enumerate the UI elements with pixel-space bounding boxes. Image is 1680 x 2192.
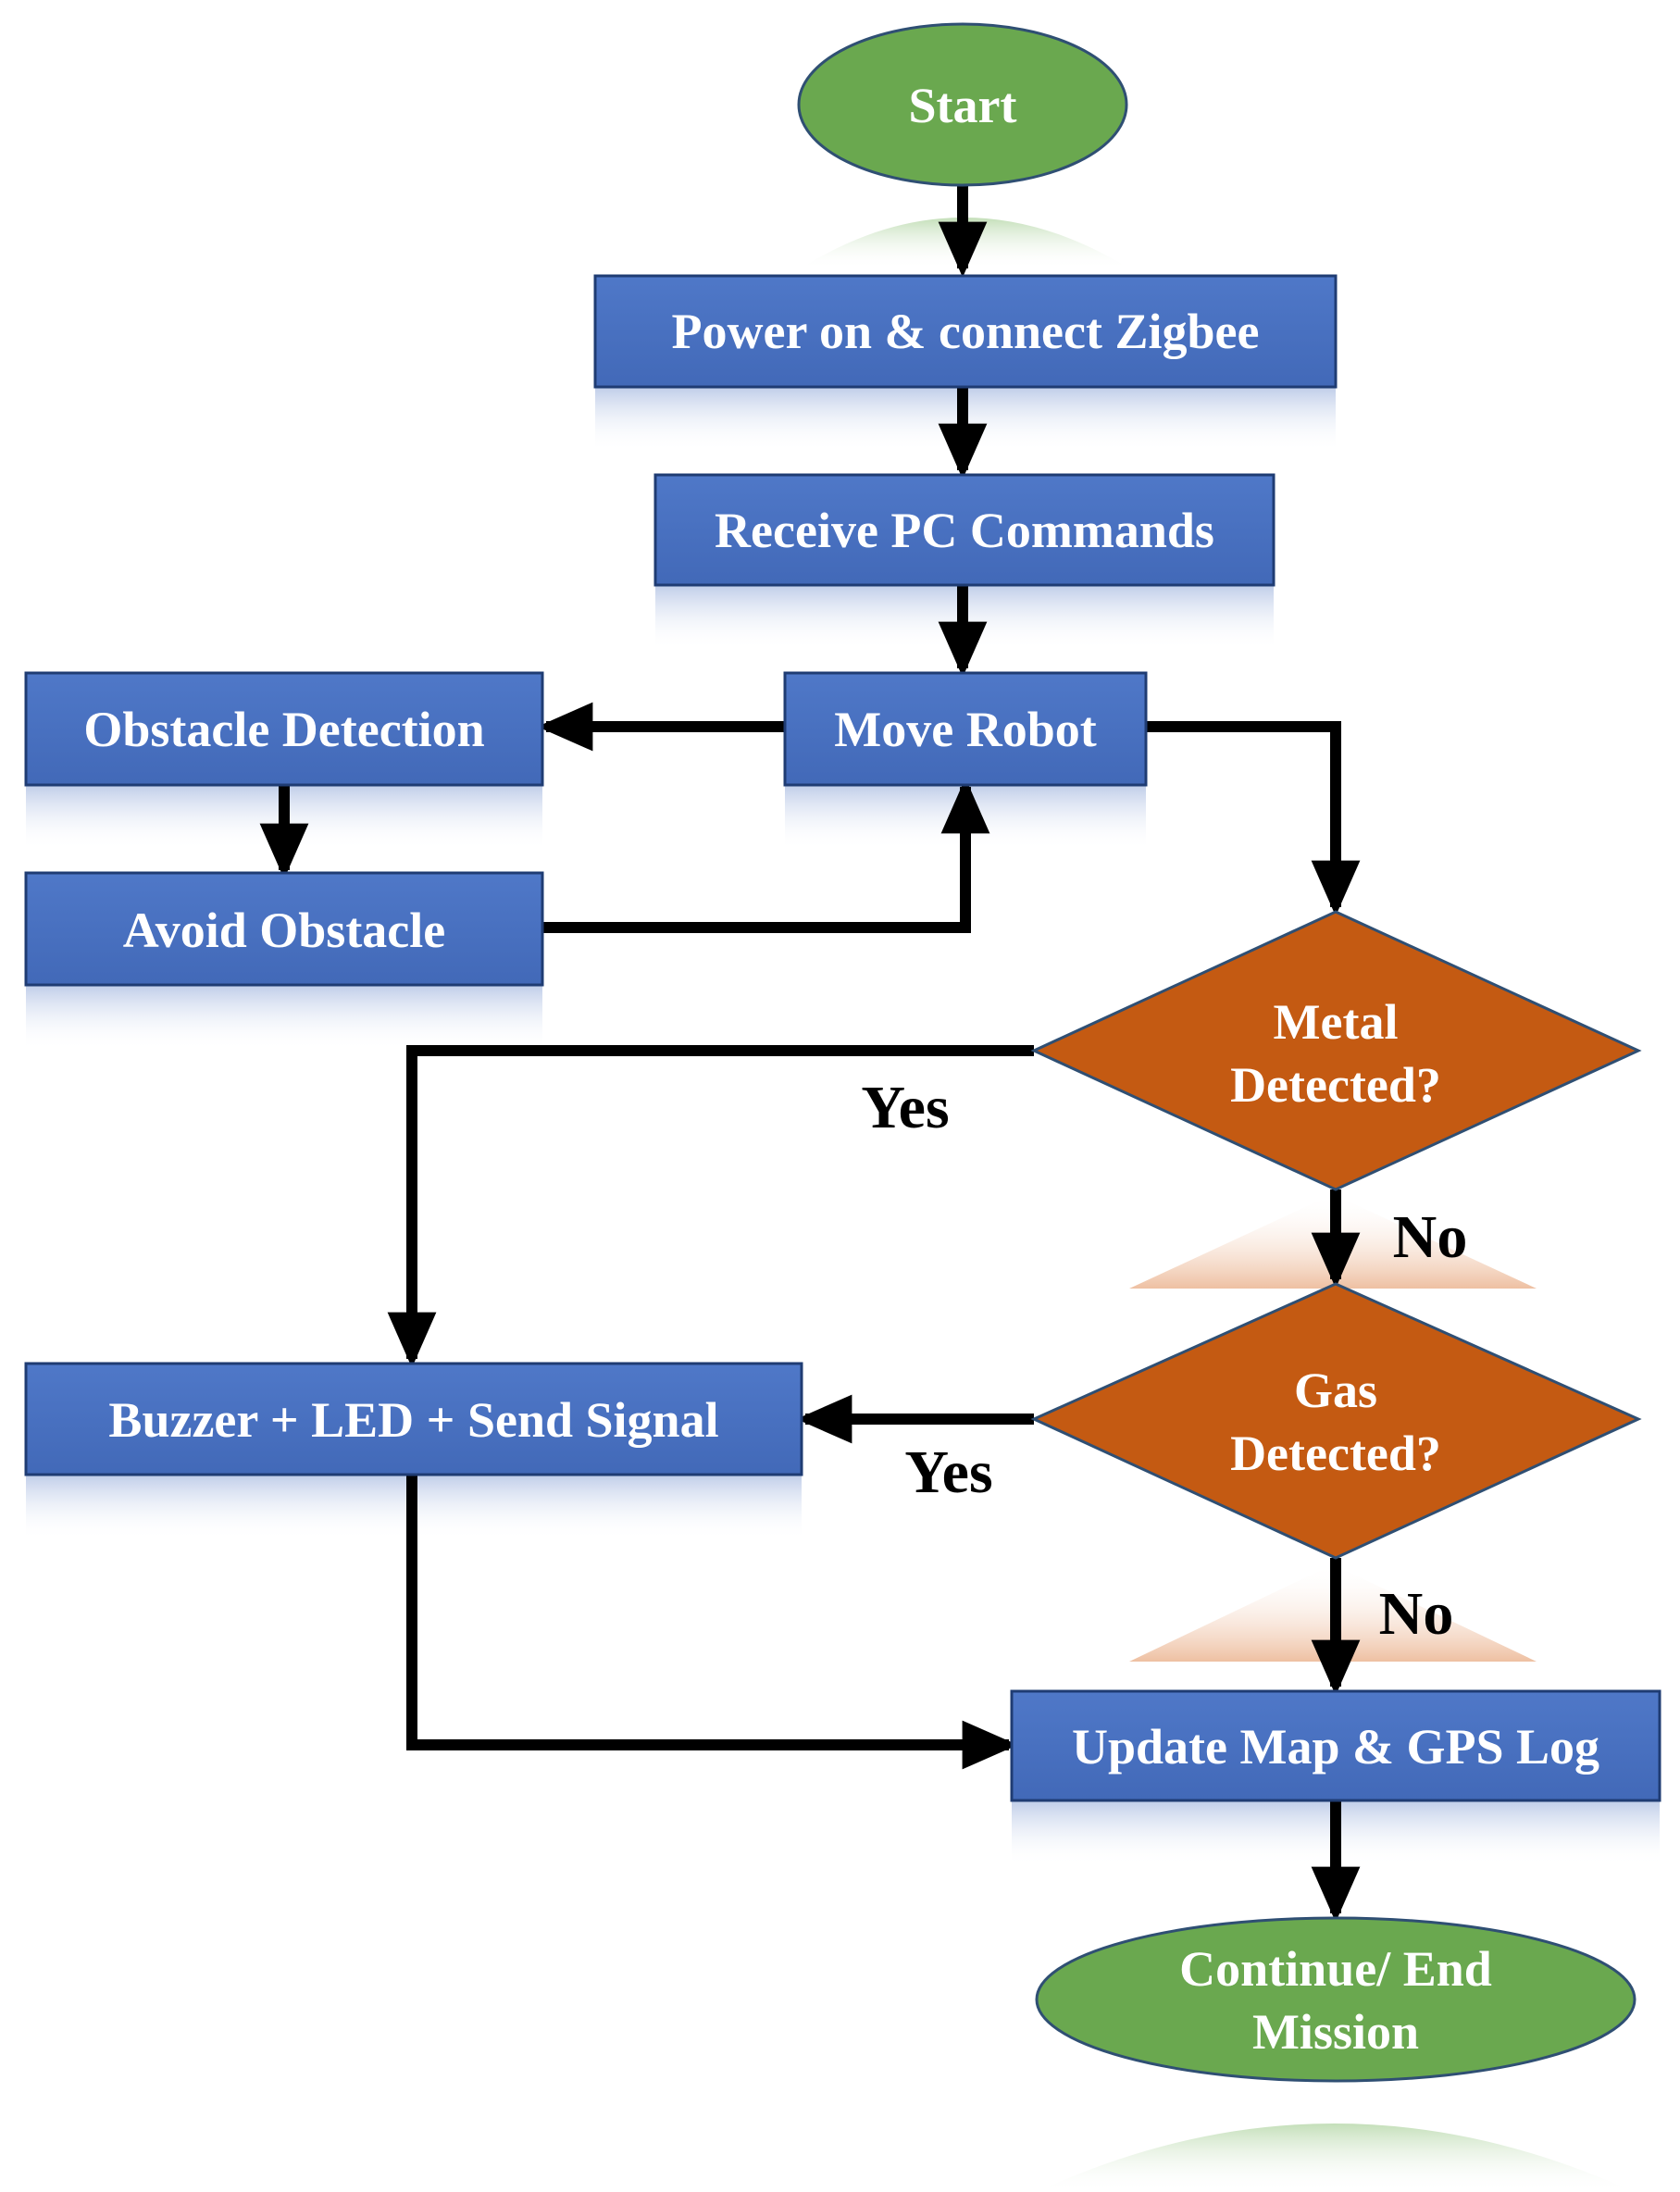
node-move-robot: Move Robot bbox=[783, 671, 1148, 787]
node-start: Start bbox=[797, 22, 1128, 187]
node-start-label: Start bbox=[909, 78, 1017, 133]
arrow-metal-yes-to-alert bbox=[387, 1045, 1034, 1368]
node-power-on: Power on & connect Zigbee bbox=[593, 274, 1338, 389]
connectors bbox=[259, 183, 1361, 1923]
node-metal-detected-line1: Metal bbox=[1274, 994, 1399, 1050]
node-avoid-obstacle-label: Avoid Obstacle bbox=[123, 903, 446, 958]
node-obstacle-detection-label: Obstacle Detection bbox=[83, 702, 484, 757]
node-update-map-label: Update Map & GPS Log bbox=[1072, 1719, 1599, 1775]
node-gas-detected-line1: Gas bbox=[1294, 1363, 1377, 1418]
arrow-avoid-to-move bbox=[542, 778, 990, 933]
node-avoid-obstacle: Avoid Obstacle bbox=[24, 871, 544, 987]
arrow-alert-to-update bbox=[406, 1475, 1018, 1770]
node-obstacle-detection: Obstacle Detection bbox=[24, 671, 544, 787]
node-alert-label: Buzzer + LED + Send Signal bbox=[108, 1392, 718, 1448]
edge-label-metal-yes: Yes bbox=[861, 1074, 949, 1141]
node-gas-detected: Gas Detected? bbox=[1030, 1282, 1642, 1560]
node-alert: Buzzer + LED + Send Signal bbox=[24, 1362, 803, 1476]
arrow-move-to-metal bbox=[1146, 721, 1361, 916]
node-end: Continue/ End Mission bbox=[1035, 1916, 1636, 2083]
node-gas-detected-line2: Detected? bbox=[1230, 1426, 1441, 1481]
node-update-map: Update Map & GPS Log bbox=[1010, 1689, 1661, 1802]
edge-label-gas-no: No bbox=[1379, 1580, 1454, 1648]
node-metal-detected: Metal Detected? bbox=[1030, 910, 1642, 1191]
node-end-line2: Mission bbox=[1252, 2004, 1419, 2060]
edge-label-metal-no: No bbox=[1393, 1203, 1468, 1271]
node-receive-commands-label: Receive PC Commands bbox=[715, 503, 1214, 558]
node-receive-commands: Receive PC Commands bbox=[653, 473, 1276, 587]
node-metal-detected-line2: Detected? bbox=[1230, 1057, 1441, 1113]
node-end-line1: Continue/ End bbox=[1179, 1941, 1492, 1997]
edge-label-gas-yes: Yes bbox=[904, 1438, 992, 1506]
node-power-on-label: Power on & connect Zigbee bbox=[672, 304, 1260, 359]
node-move-robot-label: Move Robot bbox=[834, 702, 1096, 757]
